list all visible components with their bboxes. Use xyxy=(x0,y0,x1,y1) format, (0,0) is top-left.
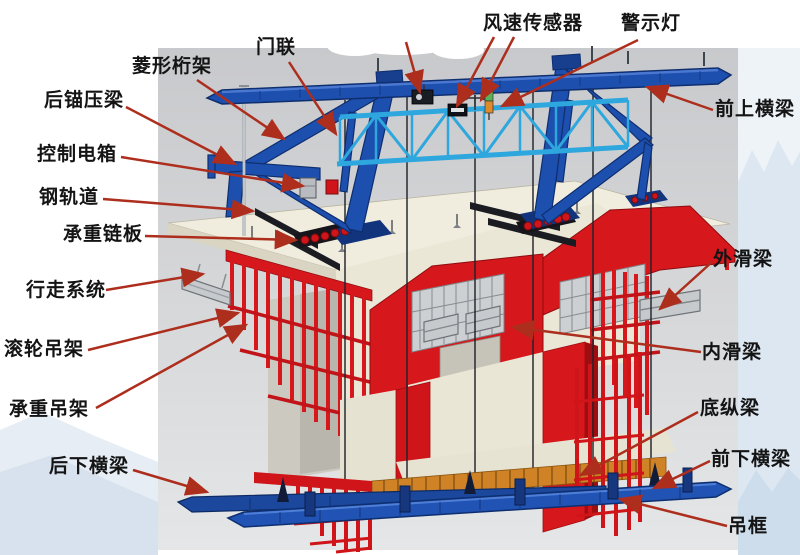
label-control-box: 控制电箱 xyxy=(37,144,118,165)
arrow-wind-sensor-aux xyxy=(404,41,424,95)
arrow-outer-slide-beam xyxy=(658,261,713,311)
arrow-portal-link xyxy=(287,61,338,137)
label-outer-slide-beam: 外滑梁 xyxy=(713,249,774,270)
arrow-wind-sensor-1 xyxy=(455,36,496,109)
inner-formwork-right-cell xyxy=(542,205,736,415)
leader-arrows xyxy=(87,36,728,528)
label-diamond-truss: 菱形桁架 xyxy=(132,56,213,77)
label-front-lower-crossbeam: 前下横梁 xyxy=(711,449,792,470)
arrow-hanging-frame xyxy=(617,494,728,528)
arrow-inner-slide-beam xyxy=(510,319,702,354)
arrow-load-chain-plate xyxy=(144,229,299,250)
label-load-hanger: 承重吊架 xyxy=(9,399,90,420)
arrow-rear-lower-crossbeam xyxy=(132,468,210,496)
clouds xyxy=(327,25,484,59)
label-rear-lower-crossbeam: 后下横梁 xyxy=(49,456,130,477)
label-wind-speed-sensor: 风速传感器 xyxy=(483,13,584,34)
arrow-bottom-longitudinal-beam xyxy=(578,410,699,477)
arrow-load-hanger xyxy=(95,323,249,410)
label-warning-light: 警示灯 xyxy=(621,13,682,34)
arrow-warning-light xyxy=(499,38,639,108)
arrow-wind-sensor-2 xyxy=(479,36,516,103)
outer-formwork-left xyxy=(225,249,373,482)
arrow-walking-system xyxy=(105,267,206,292)
label-load-chain-plate: 承重链板 xyxy=(63,224,144,245)
portal-truss xyxy=(336,97,630,167)
label-roller-hanger: 滚轮吊架 xyxy=(4,339,85,360)
beam-posts xyxy=(377,46,705,72)
control-box-device xyxy=(299,177,317,199)
arrow-front-upper-crossbeam xyxy=(644,84,714,112)
label-inner-slide-beam: 内滑梁 xyxy=(702,342,763,363)
arrow-steel-rail xyxy=(102,197,256,220)
arrow-diamond-truss xyxy=(196,78,287,141)
arrow-control-box xyxy=(120,155,306,193)
label-walking-system: 行走系统 xyxy=(26,280,107,301)
beam-clamp-tabs xyxy=(304,467,693,517)
arrow-roller-hanger xyxy=(87,308,241,352)
label-portal-link: 门联 xyxy=(256,37,297,58)
label-hanging-frame: 吊框 xyxy=(728,516,769,537)
label-bottom-longitudinal-beam: 底纵梁 xyxy=(700,398,761,419)
red-clamp xyxy=(325,179,339,195)
arrow-rear-anchor-beam xyxy=(125,105,238,166)
label-steel-rail: 钢轨道 xyxy=(39,187,100,208)
label-front-upper-crossbeam: 前上横梁 xyxy=(715,99,796,120)
arrow-front-lower-crossbeam xyxy=(651,459,711,490)
label-rear-anchor-beam: 后锚压梁 xyxy=(44,90,125,111)
